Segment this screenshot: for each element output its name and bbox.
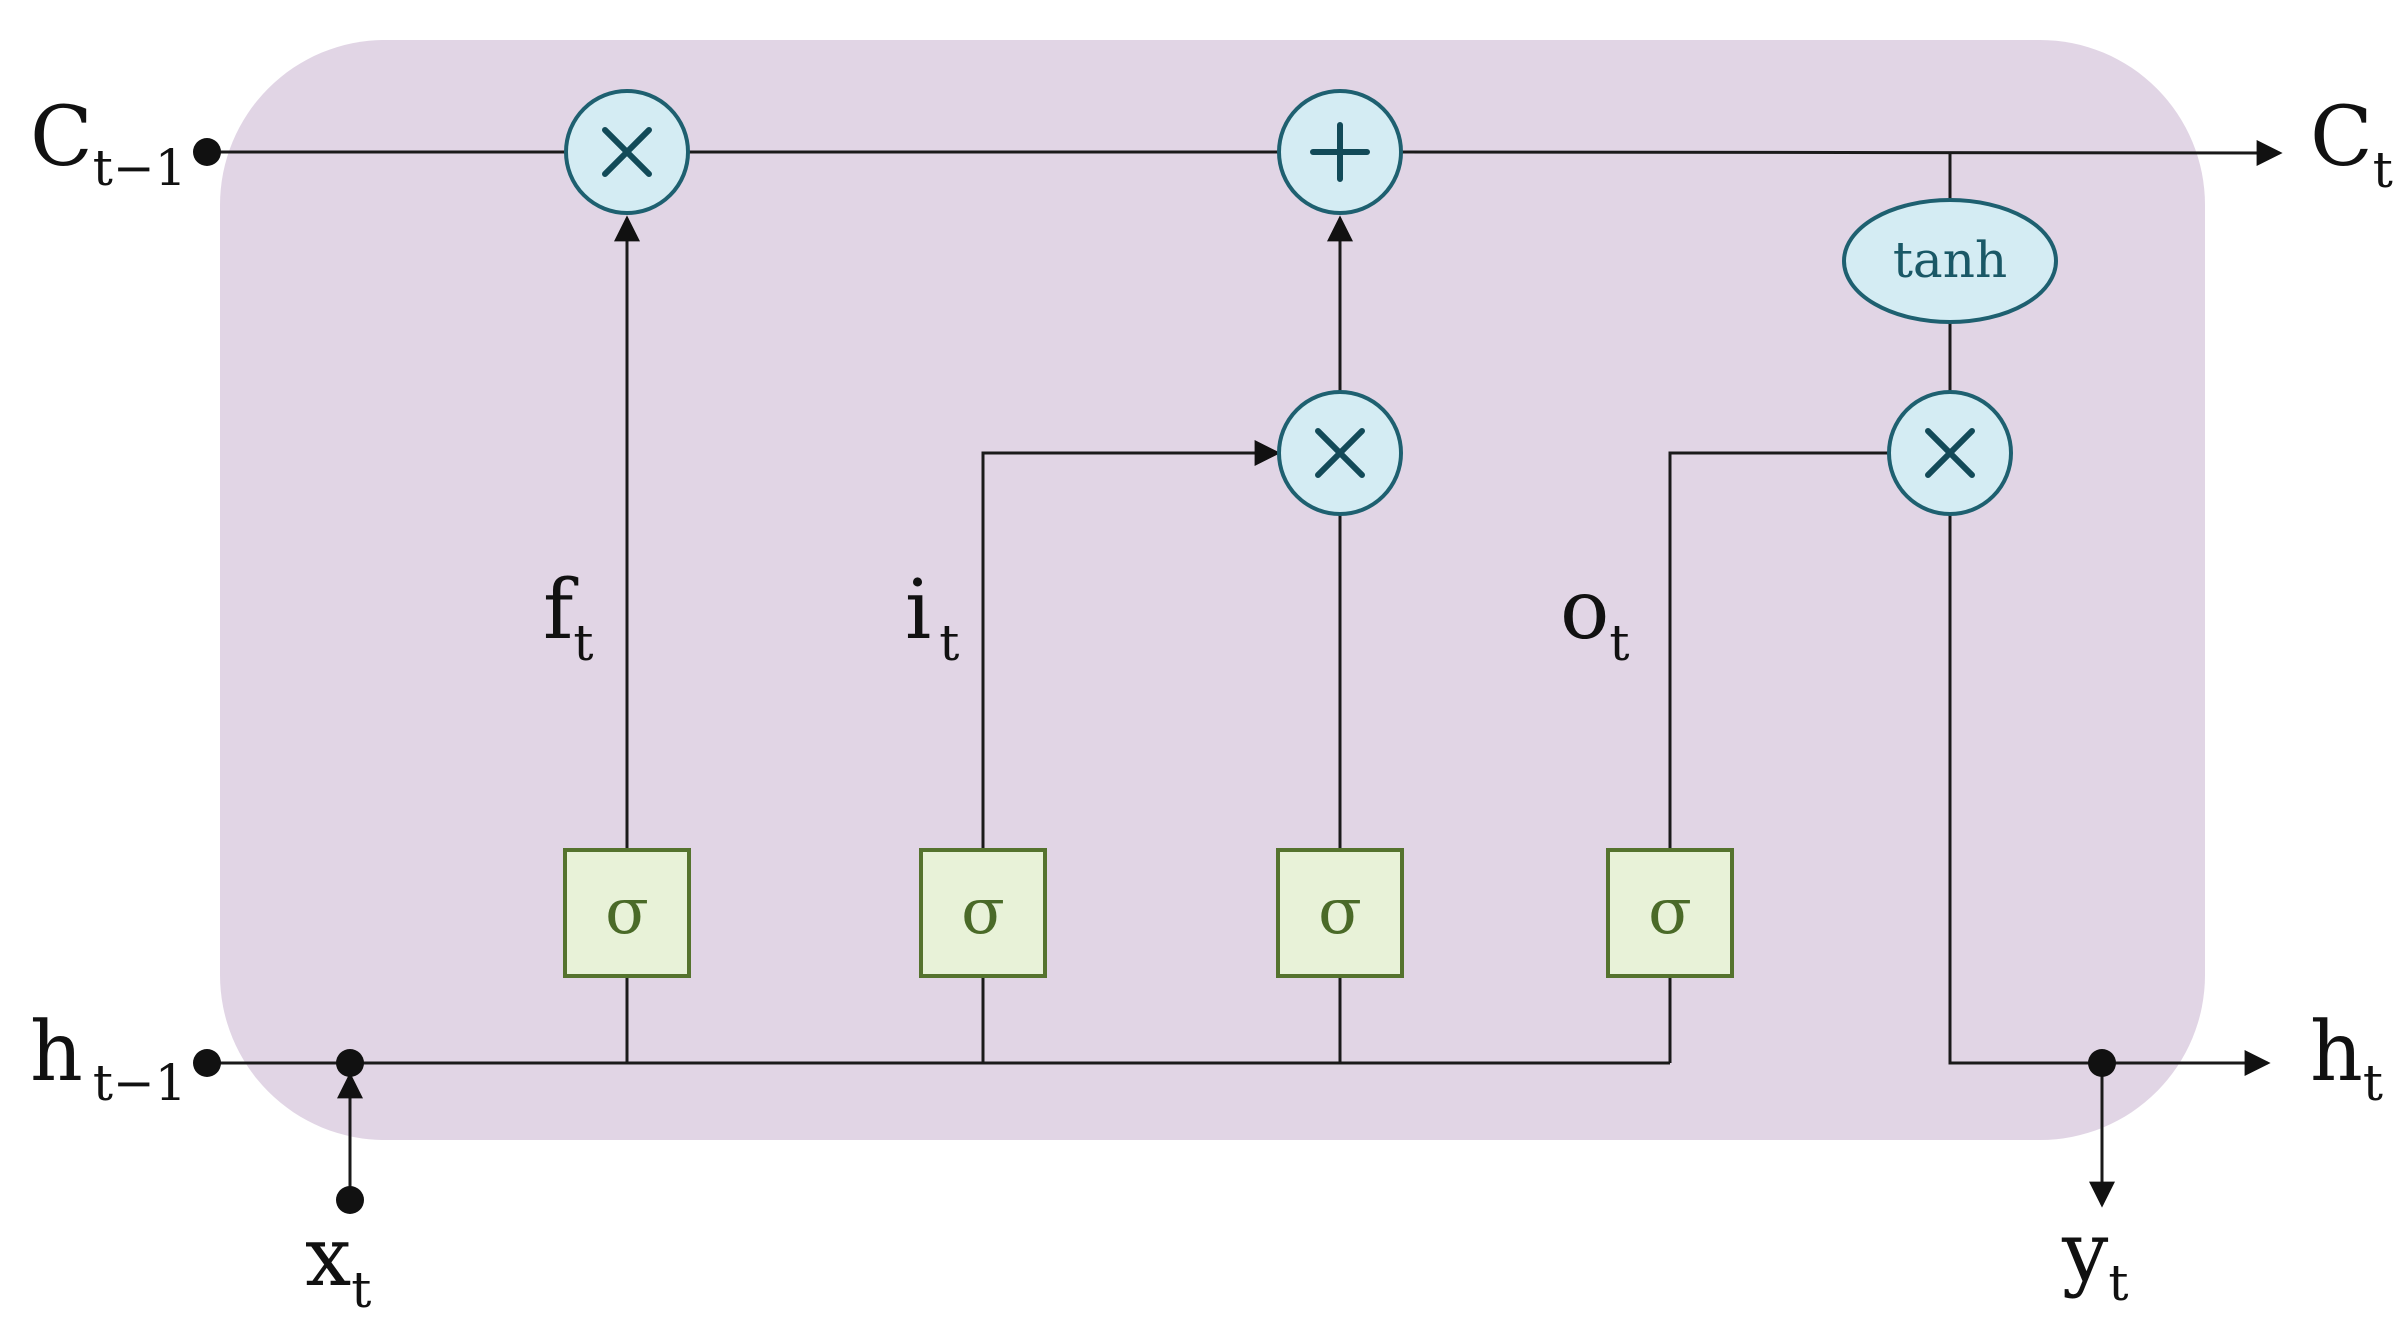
label-h-next: ht <box>2310 1005 2383 1112</box>
label-main: h <box>2310 1005 2363 1100</box>
sigmoid-symbol: σ <box>1318 875 1362 949</box>
x-input-dot <box>336 1186 364 1214</box>
sigmoid-symbol: σ <box>605 875 649 949</box>
forget-multiply-node <box>564 89 690 215</box>
c-prev-dot <box>193 138 221 166</box>
multiply-icon <box>1925 428 1975 478</box>
hidden-output-wire <box>1948 513 2271 1076</box>
label-c-next: Ct <box>2310 90 2393 199</box>
label-sub: t <box>2108 1254 2128 1312</box>
output-multiply-node <box>1887 390 2013 516</box>
plus-icon <box>1310 122 1370 182</box>
label-sub: t <box>2363 1054 2383 1112</box>
label-main: i <box>905 563 931 658</box>
label-sub: t <box>1609 614 1629 672</box>
label-sub: t−1 <box>93 1054 187 1112</box>
cell-state-wire-3 <box>1401 139 2283 166</box>
label-main: f <box>543 563 579 658</box>
label-main: o <box>1560 563 1609 658</box>
y-junction-dot <box>2088 1049 2116 1077</box>
output-gate-wire <box>1668 451 1889 850</box>
label-sub: t <box>2373 141 2393 199</box>
sigmoid-input: σ <box>919 848 1047 978</box>
label-main: y <box>2061 1205 2109 1300</box>
label-x-input: xt <box>305 1210 371 1319</box>
label-main: C <box>30 90 93 185</box>
tanh-node: tanh <box>1842 198 2058 324</box>
label-output-gate: ot <box>1560 563 1629 672</box>
h-prev-dot <box>193 1049 221 1077</box>
label-sub: t−1 <box>93 139 187 197</box>
label-main: h <box>30 1005 83 1100</box>
sigmoid-symbol: σ <box>1648 875 1692 949</box>
label-forget-gate: ft <box>543 563 593 672</box>
sigmoid-symbol: σ <box>961 875 1005 949</box>
label-y-output: yt <box>2061 1205 2128 1312</box>
sigmoid-forget: σ <box>563 848 691 978</box>
multiply-icon <box>1315 428 1365 478</box>
label-sub: t <box>573 614 593 672</box>
label-main: x <box>305 1210 351 1305</box>
tanh-label: tanh <box>1893 231 2007 289</box>
label-main: C <box>2310 90 2373 185</box>
sigmoid-output: σ <box>1606 848 1734 978</box>
label-c-prev: Ct−1 <box>30 90 187 197</box>
multiply-icon <box>602 127 652 177</box>
x-junction-dot <box>336 1049 364 1077</box>
input-multiply-node <box>1277 390 1403 516</box>
wires <box>207 139 2283 1208</box>
input-gate-wire <box>981 440 1281 850</box>
label-sub: t <box>939 614 959 672</box>
cell-add-node <box>1277 89 1403 215</box>
sigmoid-candidate: σ <box>1276 848 1404 978</box>
label-sub: t <box>351 1261 371 1319</box>
